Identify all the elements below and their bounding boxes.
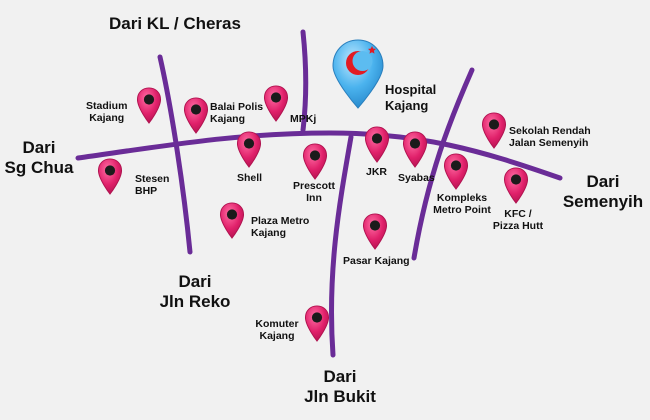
label-pasar-kajang: Pasar Kajang [343,255,410,267]
pin-plaza-metro[interactable] [219,202,245,239]
hospital-marker[interactable] [332,39,384,109]
label-shell: Shell [237,172,263,184]
pin-shell[interactable] [236,131,262,168]
pin-sekolah[interactable] [481,112,507,149]
pin-mpkj[interactable] [263,85,289,122]
pin-jkr[interactable] [364,126,390,163]
road-sg-chua-semenyih [75,130,563,181]
label-mpkj: MPKj [290,113,317,125]
road-jln-bukit [329,134,354,358]
pin-stesen-bhp[interactable] [97,158,123,195]
pin-syabas[interactable] [402,131,428,168]
pin-balai-polis[interactable] [183,97,209,134]
pin-stadium-kajang[interactable] [136,87,162,124]
road-jln-reko [157,54,193,255]
pin-prescott-inn[interactable] [302,143,328,180]
pin-kfc[interactable] [503,167,529,204]
label-syabas: Syabas [398,172,435,184]
label-jkr: JKR [366,166,388,178]
star-icon [368,46,376,54]
label-dari-kl-cheras: Dari KL / Cheras [109,14,241,33]
road-pasar-semenyih [411,67,475,261]
pin-pasar[interactable] [362,213,388,250]
pin-komuter[interactable] [304,305,330,342]
road-kl-cheras [300,29,309,133]
label-kfc-pizza-hutt: KFC /Pizza Hutt [492,208,544,232]
pin-kompleks[interactable] [443,153,469,190]
